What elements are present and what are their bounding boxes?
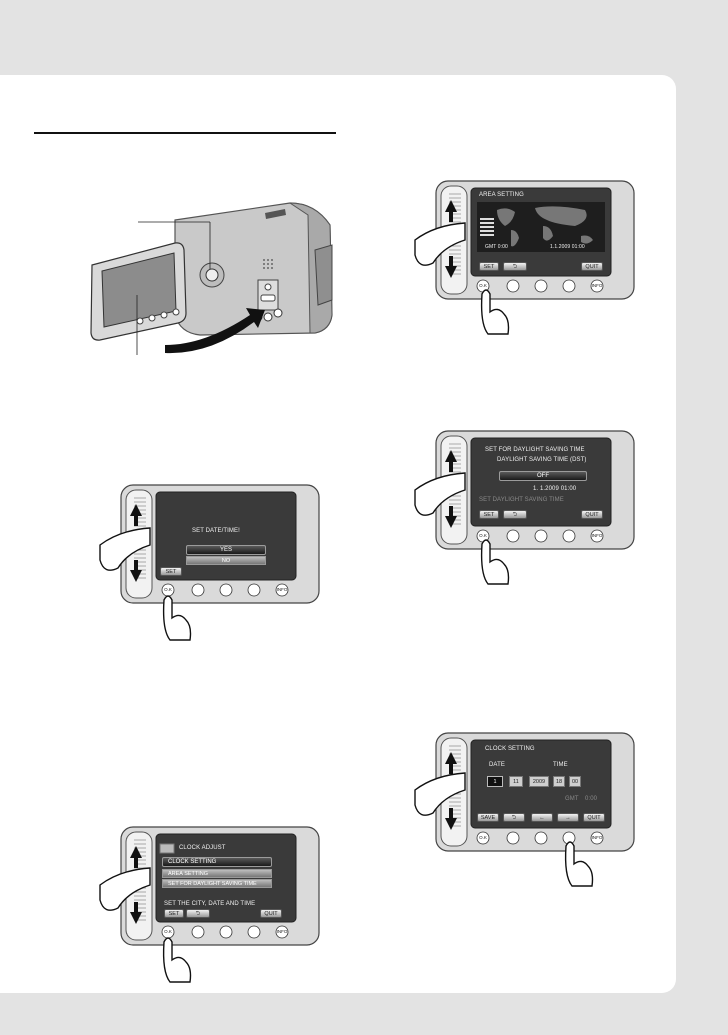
hour-field[interactable]: 18	[553, 776, 565, 787]
gmt-value: 0:00	[585, 796, 598, 802]
year-field[interactable]: 2009	[529, 776, 549, 787]
set-button[interactable]: SET	[479, 510, 499, 519]
info-button-label[interactable]: INFO	[276, 929, 288, 934]
ok-button-label[interactable]: O.K	[479, 533, 487, 538]
clock-adjust-title: CLOCK ADJUST	[179, 845, 226, 851]
back-button[interactable]: ⮌	[186, 909, 210, 918]
ok-button-label[interactable]: O.K	[479, 835, 487, 840]
quit-button[interactable]: QUIT	[260, 909, 282, 918]
ok-button-label[interactable]: O.K	[164, 587, 172, 592]
set-button[interactable]: SET	[479, 262, 499, 271]
dst-footer: SET DAYLIGHT SAVING TIME	[479, 497, 564, 503]
menu-item-clock-setting[interactable]: CLOCK SETTING	[162, 857, 272, 867]
clock-adjust-hint: SET THE CITY, DATE AND TIME	[164, 901, 256, 907]
save-button[interactable]: SAVE	[477, 813, 499, 822]
right-arrow-button[interactable]: →	[557, 813, 579, 822]
gmt-label: GMT	[565, 796, 579, 802]
option-yes[interactable]: YES	[186, 545, 266, 555]
lcd-panel-clock-setting: O.K INFO CLOCK SETTING DATE TIME 1 11 20…	[435, 732, 635, 852]
dst-title: SET FOR DAYLIGHT SAVING TIME	[485, 447, 585, 453]
ok-button-label[interactable]: O.K	[479, 283, 487, 288]
lcd-panel-set-datetime: O.K INFO SET DATE/TIME! YES NO SET	[120, 484, 320, 604]
set-button[interactable]: SET	[160, 567, 182, 576]
minute-field[interactable]: 00	[569, 776, 581, 787]
info-button-label[interactable]: INFO	[276, 587, 288, 592]
back-button[interactable]: ⮌	[503, 813, 525, 822]
section-rule	[34, 132, 336, 134]
quit-button[interactable]: QUIT	[581, 510, 603, 519]
set-button[interactable]: SET	[164, 909, 184, 918]
menu-item-dst[interactable]: SET FOR DAYLIGHT SAVING TIME	[162, 879, 272, 888]
quit-button[interactable]: QUIT	[581, 262, 603, 271]
camcorder-illustration	[80, 195, 340, 360]
dst-option-off[interactable]: OFF	[499, 471, 587, 481]
lcd-panel-clock-adjust: O.K INFO CLOCK ADJUST CLOCK SETTING AREA…	[120, 826, 320, 946]
dst-datetime: 1. 1.2009 01:00	[533, 486, 577, 492]
time-label: TIME	[553, 762, 568, 768]
quit-button[interactable]: QUIT	[583, 813, 605, 822]
lcd-panel-dst: O.K INFO SET FOR DAYLIGHT SAVING TIME DA…	[435, 430, 635, 550]
area-datetime: 1.1.2009 01:00	[550, 244, 585, 250]
hand-slider-icon	[99, 222, 466, 911]
info-button-label[interactable]: INFO	[591, 533, 603, 538]
clock-setting-title: CLOCK SETTING	[485, 746, 535, 752]
back-button[interactable]: ⮌	[503, 510, 527, 519]
option-no[interactable]: NO	[186, 556, 266, 565]
area-setting-title: AREA SETTING	[479, 192, 524, 198]
day-field[interactable]: 1	[487, 776, 503, 787]
hand-press-icon	[162, 289, 594, 983]
lcd-panel-area-setting: O.K INFO AREA SETTING GMT 0:00 1.1.2009 …	[435, 180, 635, 300]
back-button[interactable]: ⮌	[503, 262, 527, 271]
info-button-label[interactable]: INFO	[591, 283, 603, 288]
month-field[interactable]: 11	[509, 776, 523, 787]
left-arrow-button[interactable]: ←	[531, 813, 553, 822]
info-button-label[interactable]: INFO	[591, 835, 603, 840]
ok-button-label[interactable]: O.K	[164, 929, 172, 934]
date-label: DATE	[489, 762, 505, 768]
gmt-label: GMT 0:00	[485, 244, 508, 250]
menu-item-area-setting[interactable]: AREA SETTING	[162, 869, 272, 878]
set-datetime-message: SET DATE/TIME!	[192, 528, 240, 534]
dst-subtitle: DAYLIGHT SAVING TIME (DST)	[497, 457, 587, 463]
